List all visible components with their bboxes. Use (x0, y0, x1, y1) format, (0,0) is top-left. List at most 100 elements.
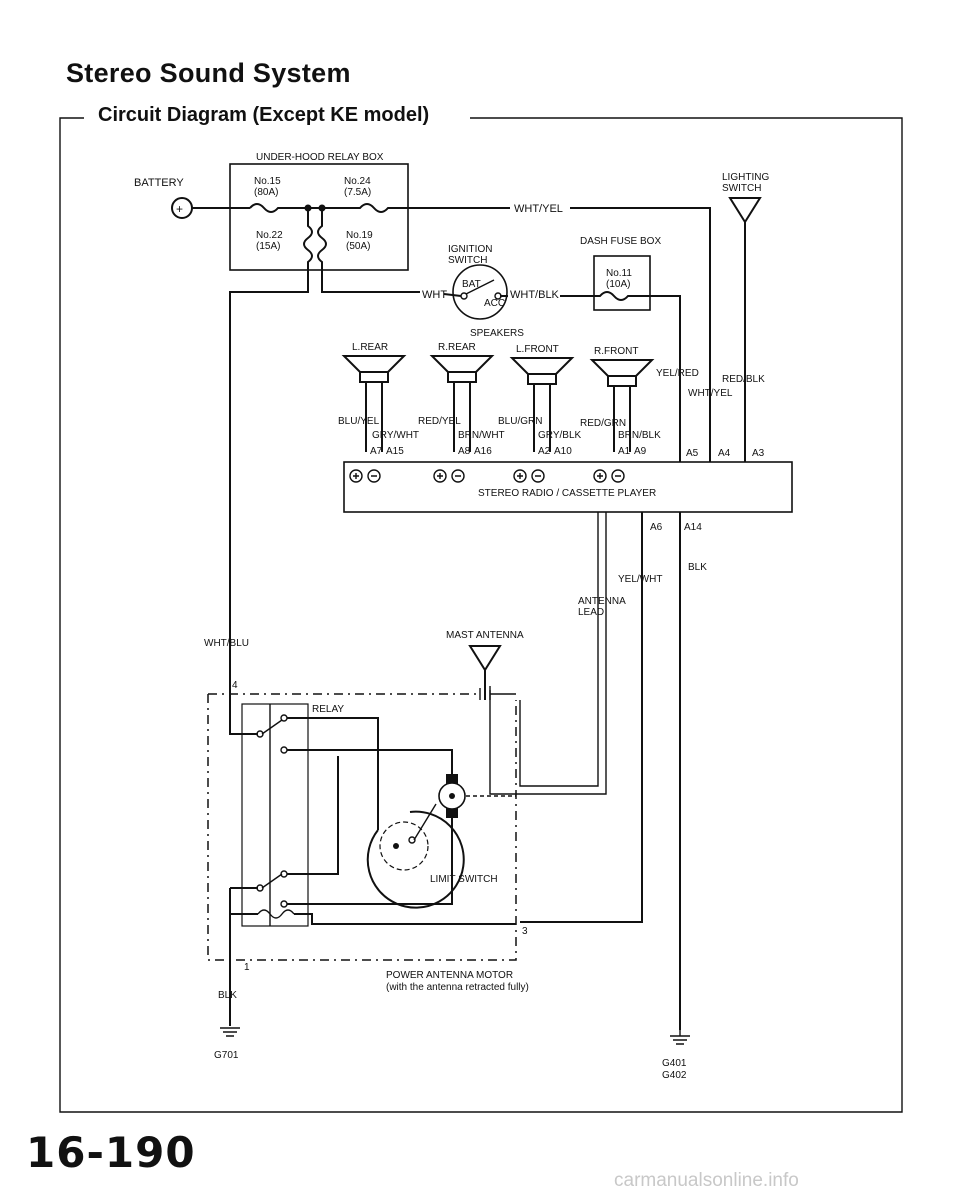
terminal-a8: A8 (458, 446, 471, 457)
ground-g701: G701 (214, 1050, 239, 1061)
ignition-bat-label: BAT (462, 279, 481, 290)
antenna-lead-wire (489, 512, 607, 795)
fuse-no19-wire (317, 208, 420, 293)
wire-blk-2-label: BLK (218, 990, 237, 1001)
limit-switch-label: LIMIT SWITCH (430, 874, 498, 885)
stereo-radio-label: STEREO RADIO / CASSETTE PLAYER (478, 488, 656, 499)
watermark: carmanualsonline.info (614, 1170, 799, 1191)
terminal-a10: A10 (554, 446, 572, 457)
antenna-lead-label-2: LEAD (578, 607, 604, 618)
speaker-l-rear (341, 355, 407, 452)
page-subtitle: Circuit Diagram (Except KE model) (94, 104, 434, 127)
stereo-radio-box (343, 461, 793, 513)
wire-red-blk: RED/BLK (722, 374, 765, 385)
terminal-a15: A15 (386, 446, 404, 457)
speaker-terminal-symbols (349, 469, 625, 483)
dash-fuse-rating: (10A) (606, 279, 630, 290)
wire-blk-label: BLK (688, 562, 707, 573)
page-number: 16-190 (26, 1128, 196, 1177)
outer-frame (59, 117, 903, 1113)
ground-g401-symbol (670, 1030, 690, 1045)
fuse-no19-rating: (50A) (346, 241, 370, 252)
ignition-switch-title: IGNITION (448, 244, 492, 255)
relay-label: RELAY (312, 704, 344, 715)
fuse-no22-wire (229, 208, 313, 670)
wire-gry-wht: GRY/WHT (372, 430, 419, 441)
motor-terminal-4: 4 (232, 680, 238, 691)
dash-fuse-wire (594, 291, 681, 452)
speakers-title: SPEAKERS (470, 328, 524, 339)
terminal-a5: A5 (686, 448, 699, 459)
under-hood-relay-box (229, 163, 409, 271)
wire-yel-wht-label: YEL/WHT (618, 574, 662, 585)
motor-terminal-3: 3 (522, 926, 528, 937)
page-title: Stereo Sound System (66, 58, 351, 88)
speaker-l-front (509, 357, 575, 452)
power-antenna-motor-outline (207, 693, 517, 961)
wire-wht-label: WHT (422, 289, 447, 301)
terminal-a6: A6 (650, 522, 663, 533)
terminal-a9: A9 (634, 446, 647, 457)
fuse-no24-rating: (7.5A) (344, 187, 371, 198)
fuse-no15-rating: (80A) (254, 187, 278, 198)
dash-fuse-box-title: DASH FUSE BOX (580, 236, 661, 247)
terminal-a16: A16 (474, 446, 492, 457)
wire-wht-blk-label: WHT/BLK (510, 289, 560, 301)
battery-plus-symbol: + (176, 202, 183, 216)
wire-gry-blk: GRY/BLK (538, 430, 581, 441)
ignition-acc-label: ACC (484, 298, 505, 309)
speaker-l-rear-label: L.REAR (352, 342, 388, 353)
wire-brn-blk: BRN/BLK (618, 430, 661, 441)
wire-wht-blu-label: WHT/BLU (204, 638, 249, 649)
lighting-switch-label-2: SWITCH (722, 183, 761, 194)
limit-switch (366, 803, 465, 909)
ground-g701-symbol (220, 1027, 240, 1037)
speaker-r-rear-label: R.REAR (438, 342, 476, 353)
mast-antenna-symbol (468, 645, 502, 700)
ignition-switch-title-2: SWITCH (448, 255, 487, 266)
dash-fuse-box (593, 255, 651, 311)
battery-bus-wire (192, 203, 510, 213)
speaker-r-front (589, 359, 655, 452)
speaker-r-front-label: R.FRONT (594, 346, 638, 357)
relay-box-title: UNDER-HOOD RELAY BOX (256, 152, 384, 163)
motor-terminal-1: 1 (244, 962, 250, 973)
mast-antenna-label: MAST ANTENNA (446, 630, 524, 641)
lighting-switch-label: LIGHTING (722, 172, 769, 183)
wire-wht-yel-2: WHT/YEL (688, 388, 733, 399)
wht-wire (443, 293, 462, 297)
wire-blu-yel: BLU/YEL (338, 416, 380, 427)
terminal-a1: A1 (618, 446, 631, 457)
wht-yel-wire (570, 207, 711, 452)
terminal-a3: A3 (752, 448, 765, 459)
yel-wht-wire (520, 512, 643, 923)
fuse-no19-name: No.19 (346, 230, 373, 241)
ground-g401: G401 (662, 1058, 687, 1069)
wht-blu-relay-wire (229, 670, 258, 735)
antenna-motor (438, 774, 516, 818)
wire-brn-wht: BRN/WHT (458, 430, 505, 441)
fuse-no15-name: No.15 (254, 176, 281, 187)
wire-red-grn: RED/GRN (580, 418, 626, 429)
relay-box (241, 703, 309, 927)
wire-yel-red: YEL/RED (656, 368, 699, 379)
lighting-switch-symbol (728, 197, 762, 224)
battery-label: BATTERY (134, 177, 184, 189)
motor-note: (with the antenna retracted fully) (386, 982, 529, 993)
terminal-a2: A2 (538, 446, 551, 457)
terminal-a4: A4 (718, 448, 731, 459)
fuse-no22-name: No.22 (256, 230, 283, 241)
wire-red-yel: RED/YEL (418, 416, 461, 427)
speaker-l-front-label: L.FRONT (516, 344, 559, 355)
wire-blu-grn: BLU/GRN (498, 416, 542, 427)
fuse-no22-rating: (15A) (256, 241, 280, 252)
dash-fuse-no11: No.11 (606, 268, 632, 279)
terminal-a7: A7 (370, 446, 383, 457)
ground-g402: G402 (662, 1070, 687, 1081)
speaker-r-rear (429, 355, 495, 452)
fuse-no24-name: No.24 (344, 176, 371, 187)
terminal-a14: A14 (684, 522, 702, 533)
wire-wht-yel-label: WHT/YEL (514, 203, 563, 215)
motor-title: POWER ANTENNA MOTOR (386, 970, 513, 981)
